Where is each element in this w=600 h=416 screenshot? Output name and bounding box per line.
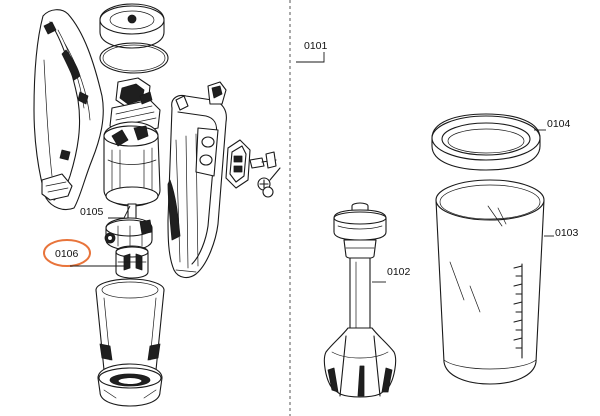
highlight-0106 <box>43 239 91 267</box>
beaker-0103 <box>435 179 545 385</box>
gear-coupler <box>104 217 153 251</box>
rear-housing-half <box>33 9 104 211</box>
label-0104: 0104 <box>547 118 571 130</box>
front-housing-half <box>167 81 227 279</box>
screws <box>249 151 281 198</box>
o-ring <box>99 42 169 74</box>
beaker-lid-0104 <box>431 113 541 171</box>
label-0101: 0101 <box>304 40 328 52</box>
label-0106: 0106 <box>55 248 79 260</box>
label-0102: 0102 <box>387 266 411 278</box>
button-cap <box>225 139 251 189</box>
label-0103: 0103 <box>555 227 579 239</box>
label-0105: 0105 <box>80 206 104 218</box>
blender-foot-0102 <box>323 202 397 398</box>
motor-0105 <box>103 121 161 221</box>
leader-0101 <box>296 52 325 63</box>
leader-0105 <box>108 205 131 219</box>
coupling-0106 <box>115 245 149 279</box>
lower-housing <box>95 278 165 407</box>
top-cap <box>99 3 165 49</box>
